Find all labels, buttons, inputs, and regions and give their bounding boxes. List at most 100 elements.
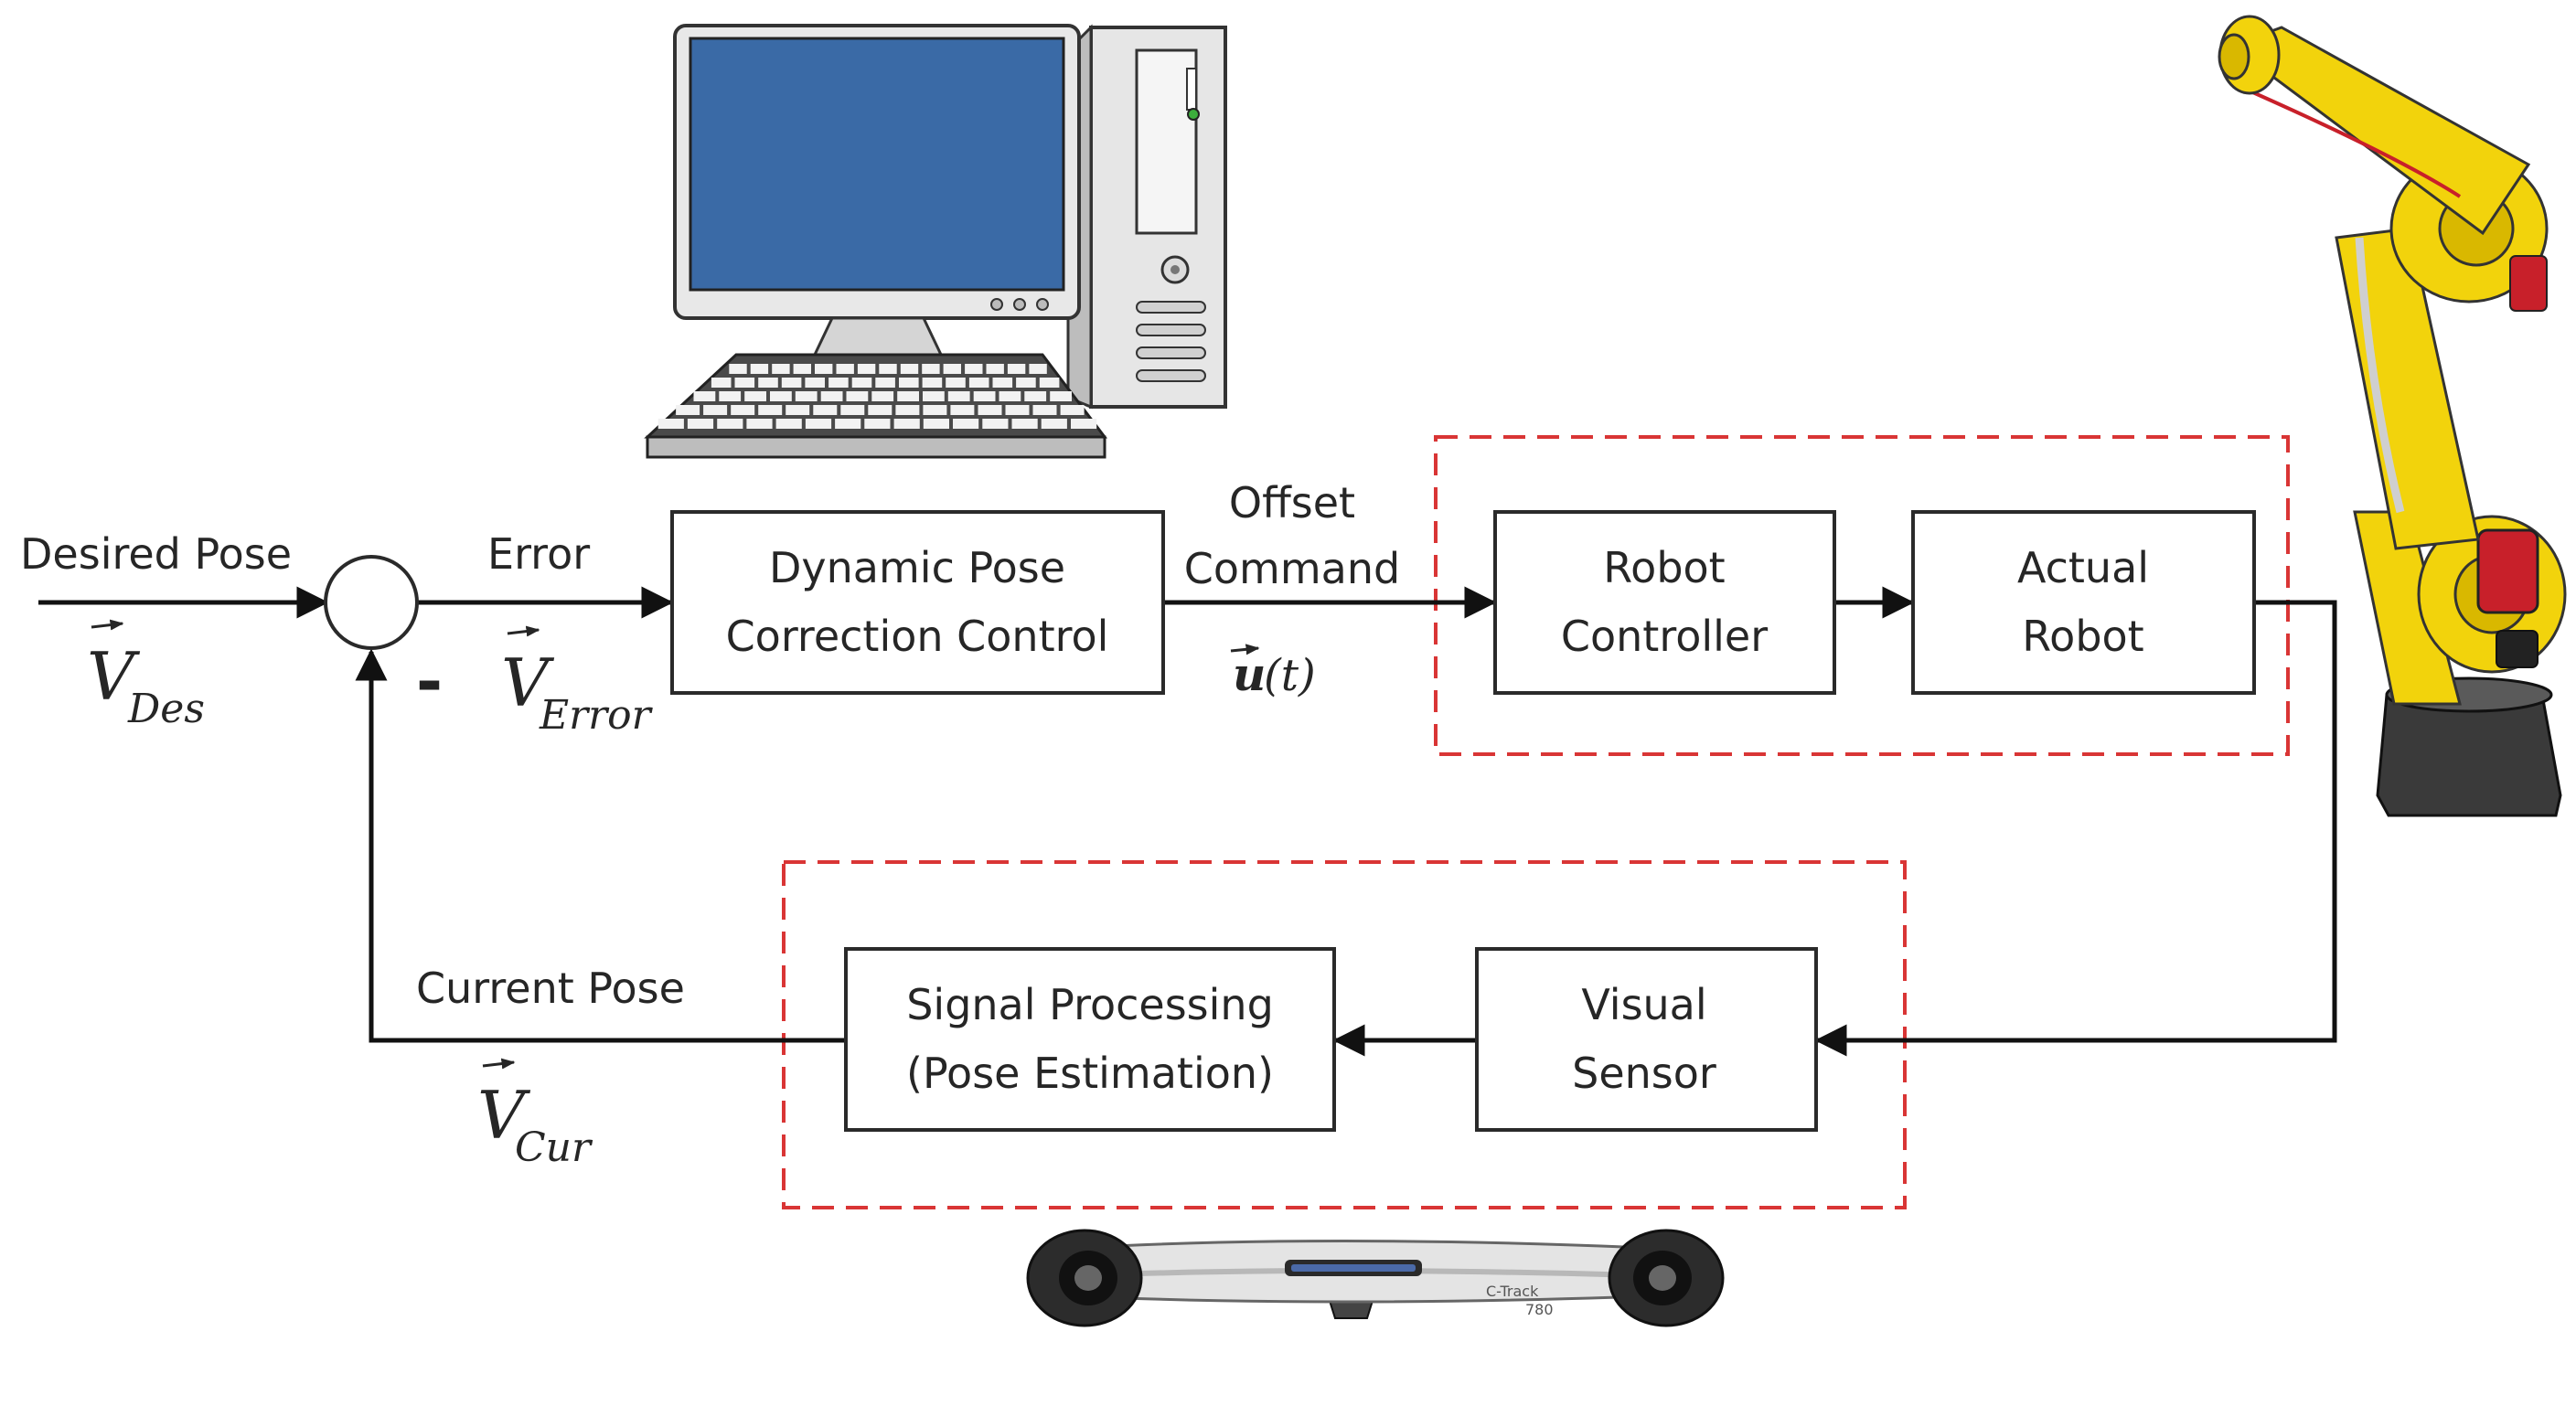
keyboard-key [864,419,891,429]
keyboard-key [1032,405,1057,415]
keyboard-key [1005,405,1030,415]
keyboard-key [795,391,818,401]
keyboard-key [781,378,802,388]
keyboard-key [746,419,773,429]
keyboard-key [943,364,961,374]
keyboard-key [657,419,684,429]
keyboard-key [947,391,970,401]
block-label-line2: Sensor [1572,1049,1716,1098]
current-pose-feedback-wire [355,648,846,1043]
minus-sign: - [416,644,443,719]
industrial-robot-icon [2218,15,2567,817]
error-label: Error [487,529,590,579]
keyboard-key [846,391,869,401]
block-label-line1: Robot [1603,543,1725,592]
block-label-line1: Visual [1581,980,1706,1029]
keyboard-key [836,364,854,374]
keyboard-key [1071,419,1097,429]
keyboard-key [711,378,732,388]
keyboard-key [772,364,790,374]
keyboard-key [786,405,810,415]
keyboard-key [973,391,996,401]
keyboard-key [922,378,943,388]
dynamic-pose-correction-block: Dynamic Pose Correction Control [670,510,1165,695]
keyboard-key [923,419,949,429]
keyboard-key [815,364,833,374]
robot-output-feedback-wire [1814,600,2337,1057]
keyboard-key [758,405,783,415]
signal-processing-block: Signal Processing (Pose Estimation) [844,947,1336,1132]
keyboard-key [744,391,766,401]
block-label-line2: Controller [1561,612,1768,661]
vector-argument: (t) [1264,650,1316,701]
keyboard-key [950,405,975,415]
keyboard-key [703,405,728,415]
keyboard-key [857,364,876,374]
block-label-line1: Actual [2017,543,2149,592]
desktop-computer-icon [644,24,1227,459]
keyboard-key [923,405,947,415]
vector-symbol: V [501,644,555,721]
keyboard-key [1024,391,1047,401]
keyboard-key [923,391,945,401]
tracker-brand: C-Track [1486,1283,1539,1300]
keyboard-key [813,405,838,415]
optical-tracker-icon: C-Track 780 [1026,1229,1725,1327]
sensing-group-dashed-box [782,860,1907,1209]
keyboard-key [922,364,940,374]
block-label-line1: Signal Processing [906,980,1274,1029]
keyboard-key [750,364,769,374]
keyboard-key [871,391,894,401]
keyboard-key [758,378,778,388]
keyboard-key [729,364,747,374]
keyboard-key [875,378,895,388]
robot-group-dashed-box [1434,435,2290,756]
desired-pose-label: Desired Pose [20,529,292,579]
block-label-line2: (Pose Estimation) [906,1049,1274,1098]
keyboard-key [999,391,1021,401]
offset-label: Offset [1229,478,1355,527]
keyboard-key [1007,364,1026,374]
command-label: Command [1184,544,1400,593]
keyboard-key [805,378,825,388]
vector-subscript: Des [127,686,205,732]
keyboard-key [965,364,983,374]
vector-subscript: Cur [515,1124,593,1171]
block-label-line1: Dynamic Pose [769,543,1065,592]
vector-symbol: V [477,1077,531,1154]
keyboard-key [968,378,989,388]
keyboard-key [693,391,716,401]
vector-symbol: V [87,638,141,715]
keyboard-key [953,419,979,429]
keyboard-key [828,378,849,388]
keyboard-key [1011,419,1038,429]
tracker-model: 780 [1525,1301,1554,1318]
current-pose-vector: V Cur [477,1058,593,1171]
keyboard-key [868,405,893,415]
computer-monitor [673,24,1081,358]
block-label-line2: Robot [2022,612,2143,661]
keyboard-key [900,364,919,374]
keyboard-key [992,378,1013,388]
keyboard-key [986,364,1004,374]
error-vector: V Error [501,625,654,739]
keyboard-key [734,378,755,388]
keyboard-key [893,419,920,429]
vector-subscript: Error [539,692,654,739]
keyboard-key [775,419,802,429]
keyboard [644,353,1108,459]
keyboard-key [1050,391,1072,401]
keyboard-key [1060,405,1085,415]
keyboard-key [1041,419,1067,429]
keyboard-key [978,405,1002,415]
robot-controller-block: Robot Controller [1493,510,1836,695]
keyboard-key [676,405,700,415]
keyboard-key [879,364,897,374]
current-pose-label: Current Pose [416,964,685,1013]
keyboard-key [731,405,755,415]
summing-junction [324,555,419,650]
keyboard-key [687,419,714,429]
keyboard-key [899,378,919,388]
keyboard-key [717,419,743,429]
